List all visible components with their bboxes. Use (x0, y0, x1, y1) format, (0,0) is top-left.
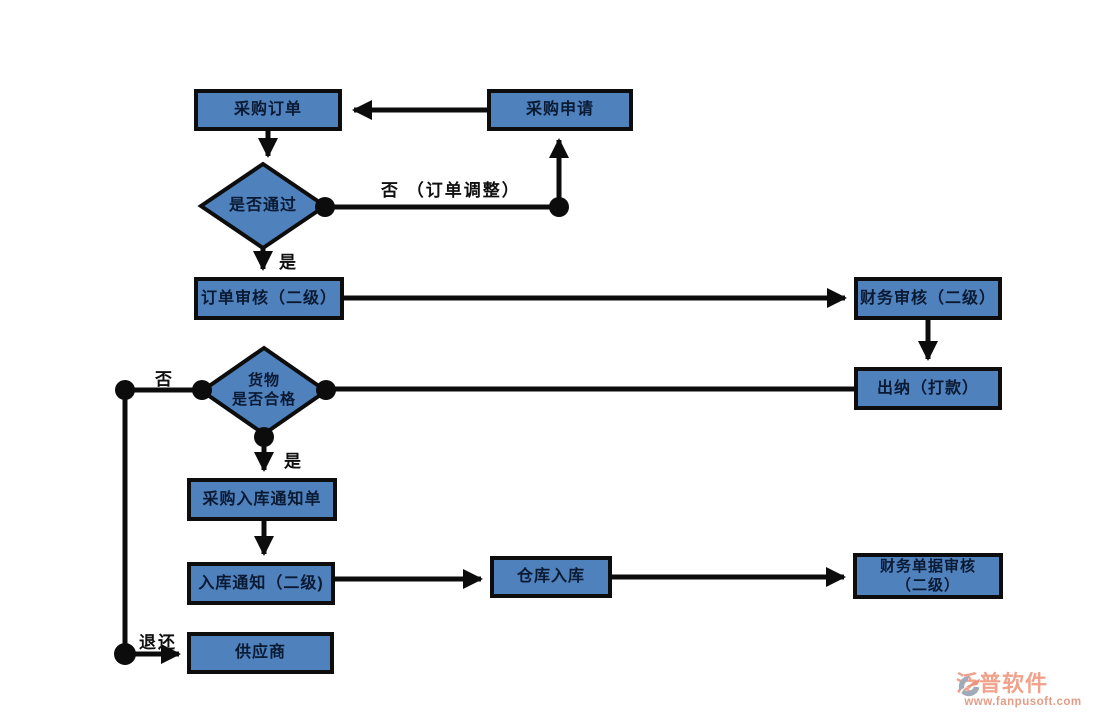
decision-goods-check-shape (198, 345, 330, 437)
fanpu-logo-icon (958, 675, 980, 697)
edge-label-no-order-adjust: 否 （订单调整） (381, 181, 521, 200)
junction-dot (115, 380, 135, 400)
watermark: 泛普软件 www.fanpusoft.com (956, 673, 1090, 709)
node-finance-doc-review: 财务单据审核 （二级） (853, 553, 1003, 599)
junction-dot (192, 380, 212, 400)
node-warehouse-inbound: 仓库入库 (490, 556, 612, 598)
node-finance-review: 财务审核（二级） (854, 277, 1002, 320)
junction-dot (315, 197, 335, 217)
junction-dot (114, 643, 136, 665)
node-purchase-request: 采购申请 (487, 89, 633, 131)
edge-label-return-goods: 退还 (139, 633, 177, 652)
junction-dot (549, 197, 569, 217)
node-purchase-order: 采购订单 (194, 89, 342, 131)
node-inbound-notice-doc: 采购入库通知单 (187, 478, 337, 521)
node-inbound-notice: 入库通知（二级) (187, 562, 335, 605)
node-supplier: 供应商 (187, 632, 334, 674)
decision-pass-check-shape (197, 161, 329, 251)
node-cashier: 出纳（打款） (854, 367, 1002, 410)
watermark-url: www.fanpusoft.com (964, 696, 1082, 708)
edge-label-yes-mid: 是 (284, 452, 303, 471)
junction-dot (254, 427, 274, 447)
edge-label-no-left: 否 (155, 370, 174, 389)
node-order-review: 订单审核（二级） (194, 277, 344, 320)
edge-label-yes-top: 是 (279, 253, 298, 272)
junction-dot (316, 380, 336, 400)
